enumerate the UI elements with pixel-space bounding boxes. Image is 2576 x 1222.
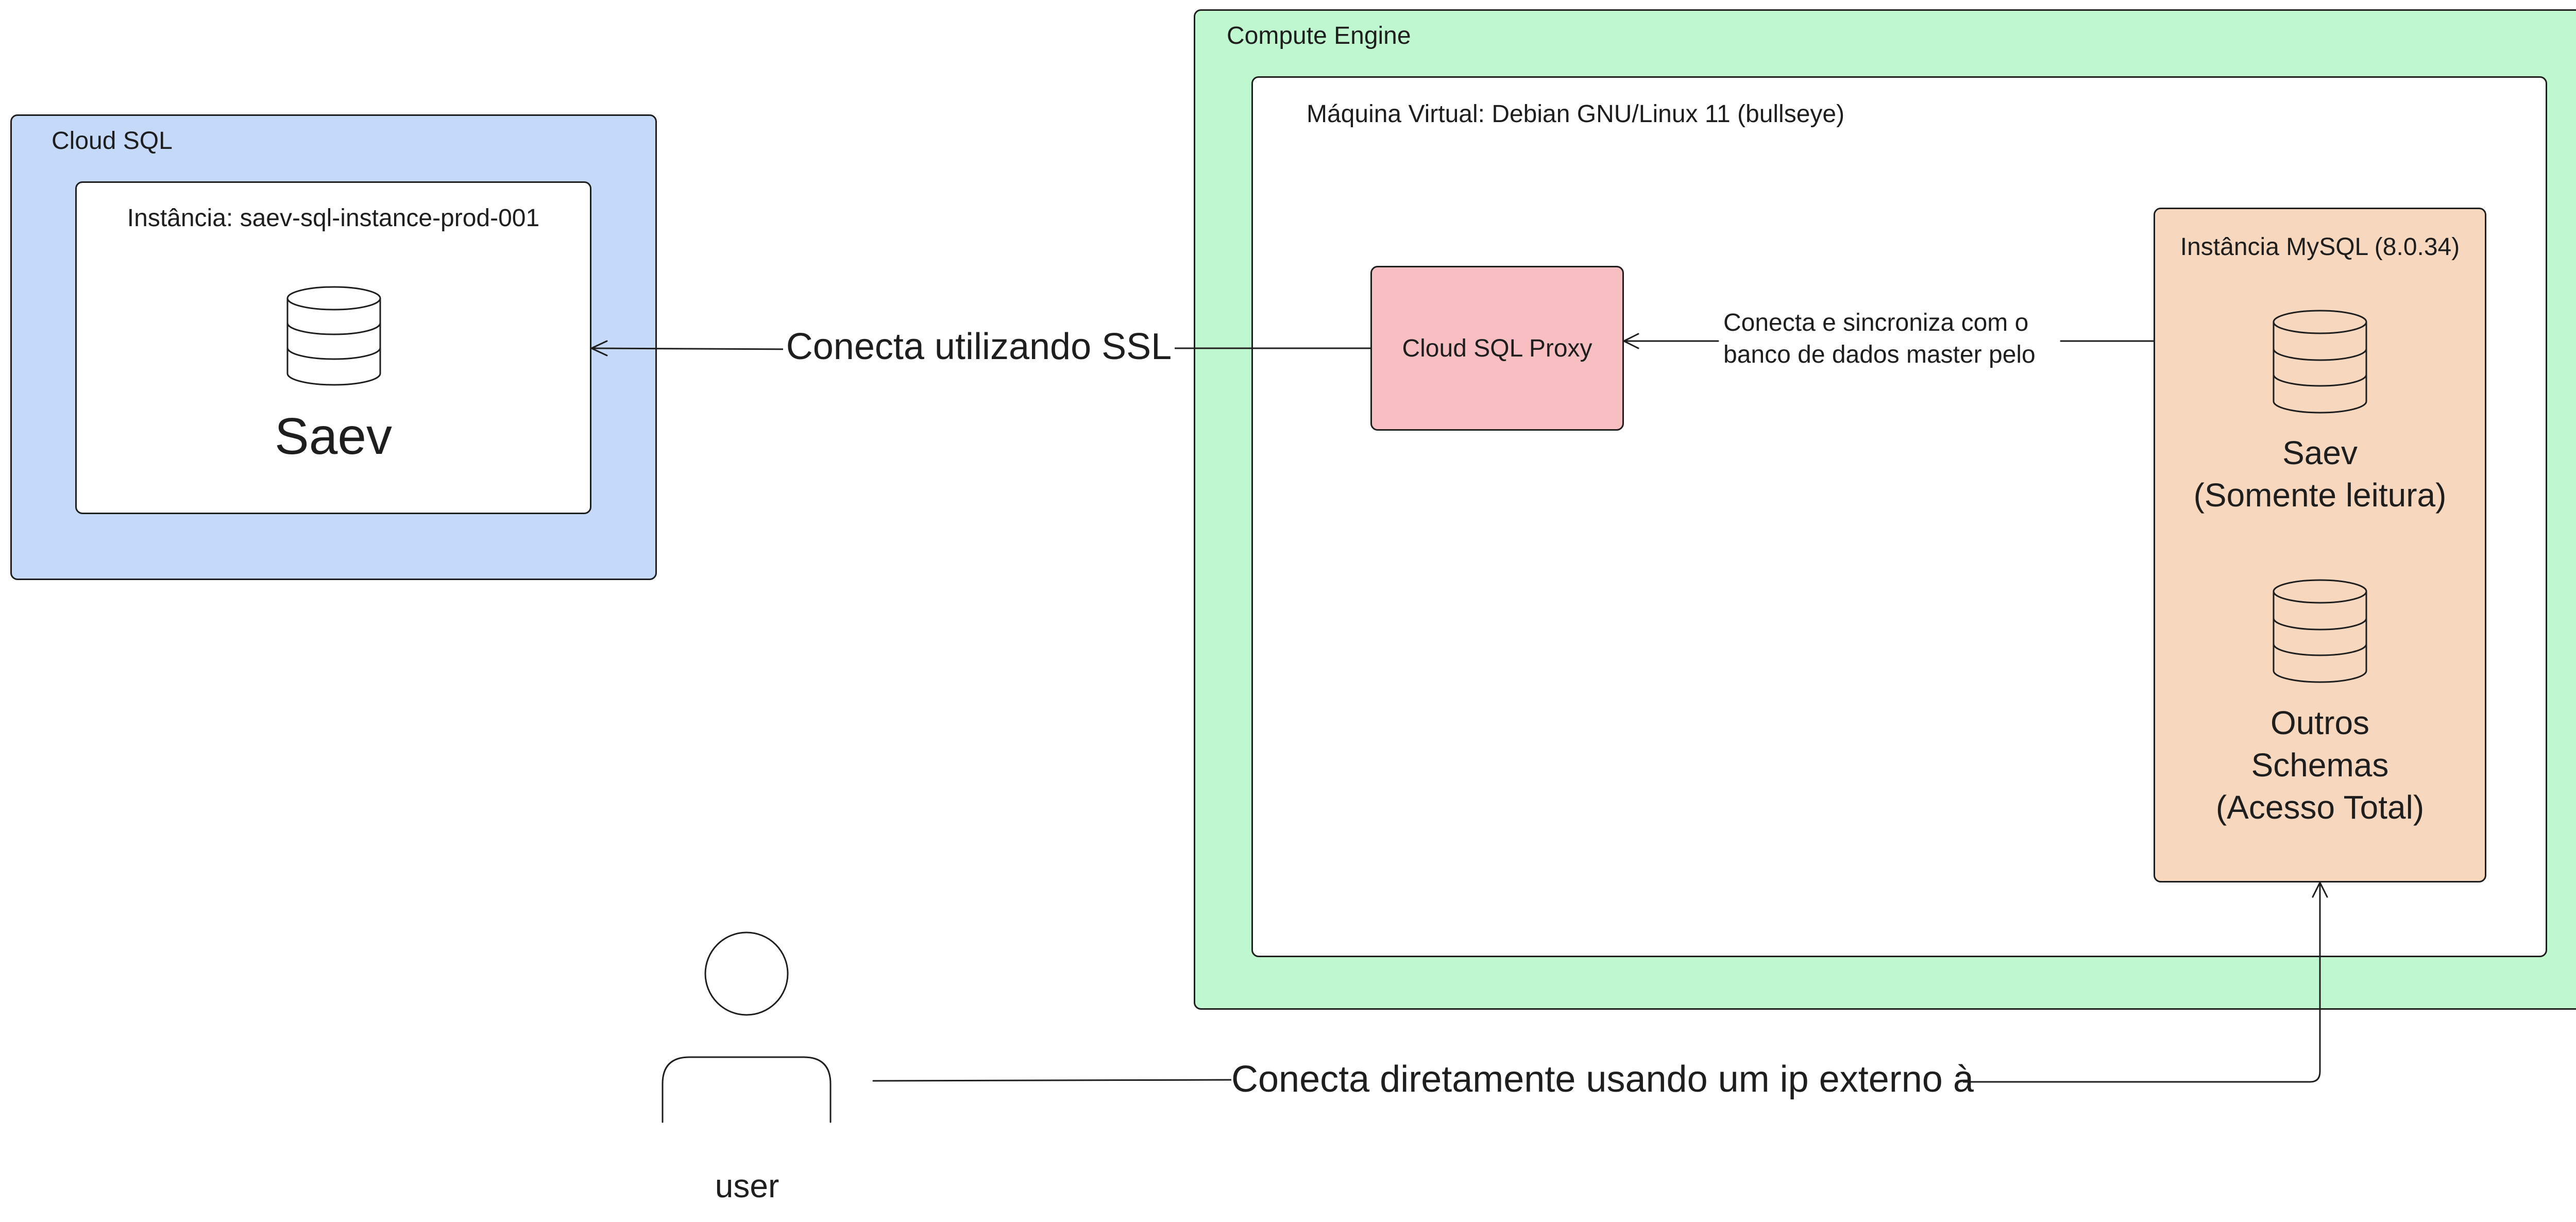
ssl-edge-label: Conecta utilizando SSL (783, 326, 1175, 368)
compute-engine-title: Compute Engine (1227, 22, 1411, 49)
sync-connection-arrow (1623, 333, 2155, 349)
other-schemas-line2: Schemas (2251, 746, 2389, 784)
sync-edge-label: Conecta e sincroniza com o banco de dado… (1723, 307, 2036, 371)
saev-db-label: Saev (275, 408, 392, 465)
database-icon (2273, 310, 2367, 414)
direct-edge-label: Conecta diretamente usando um ip externo… (1231, 1058, 1974, 1100)
mysql-saev-label: Saev (Somente leitura) (2154, 432, 2486, 516)
database-icon (2273, 579, 2367, 683)
database-icon (286, 286, 381, 386)
mysql-other-schemas-label: Outros Schemas (Acesso Total) (2154, 702, 2486, 828)
user-label: user (715, 1167, 779, 1204)
mysql-saev-line2: (Somente leitura) (2193, 477, 2447, 514)
mysql-instance-title: Instância MySQL (8.0.34) (2180, 233, 2460, 261)
direct-connection-arrow (872, 881, 2328, 1083)
virtual-machine-label: Máquina Virtual: Debian GNU/Linux 11 (bu… (1307, 100, 1845, 128)
mysql-saev-line1: Saev (2282, 434, 2358, 471)
sql-instance-box (75, 181, 591, 514)
cloud-sql-title: Cloud SQL (52, 127, 173, 155)
sync-edge-line2: banco de dados master pelo (1723, 341, 2036, 368)
mysql-instance-box (2154, 208, 2486, 882)
other-schemas-line3: (Acesso Total) (2215, 789, 2425, 826)
cloud-sql-proxy-label: Cloud SQL Proxy (1402, 334, 1592, 362)
other-schemas-line1: Outros (2270, 704, 2370, 741)
cloud-sql-proxy: Cloud SQL Proxy (1370, 266, 1624, 431)
user-icon (662, 931, 832, 1123)
sync-edge-line1: Conecta e sincroniza com o (1723, 309, 2029, 336)
sql-instance-label: Instância: saev-sql-instance-prod-001 (127, 205, 540, 232)
ssl-connection-arrow (590, 340, 1371, 357)
